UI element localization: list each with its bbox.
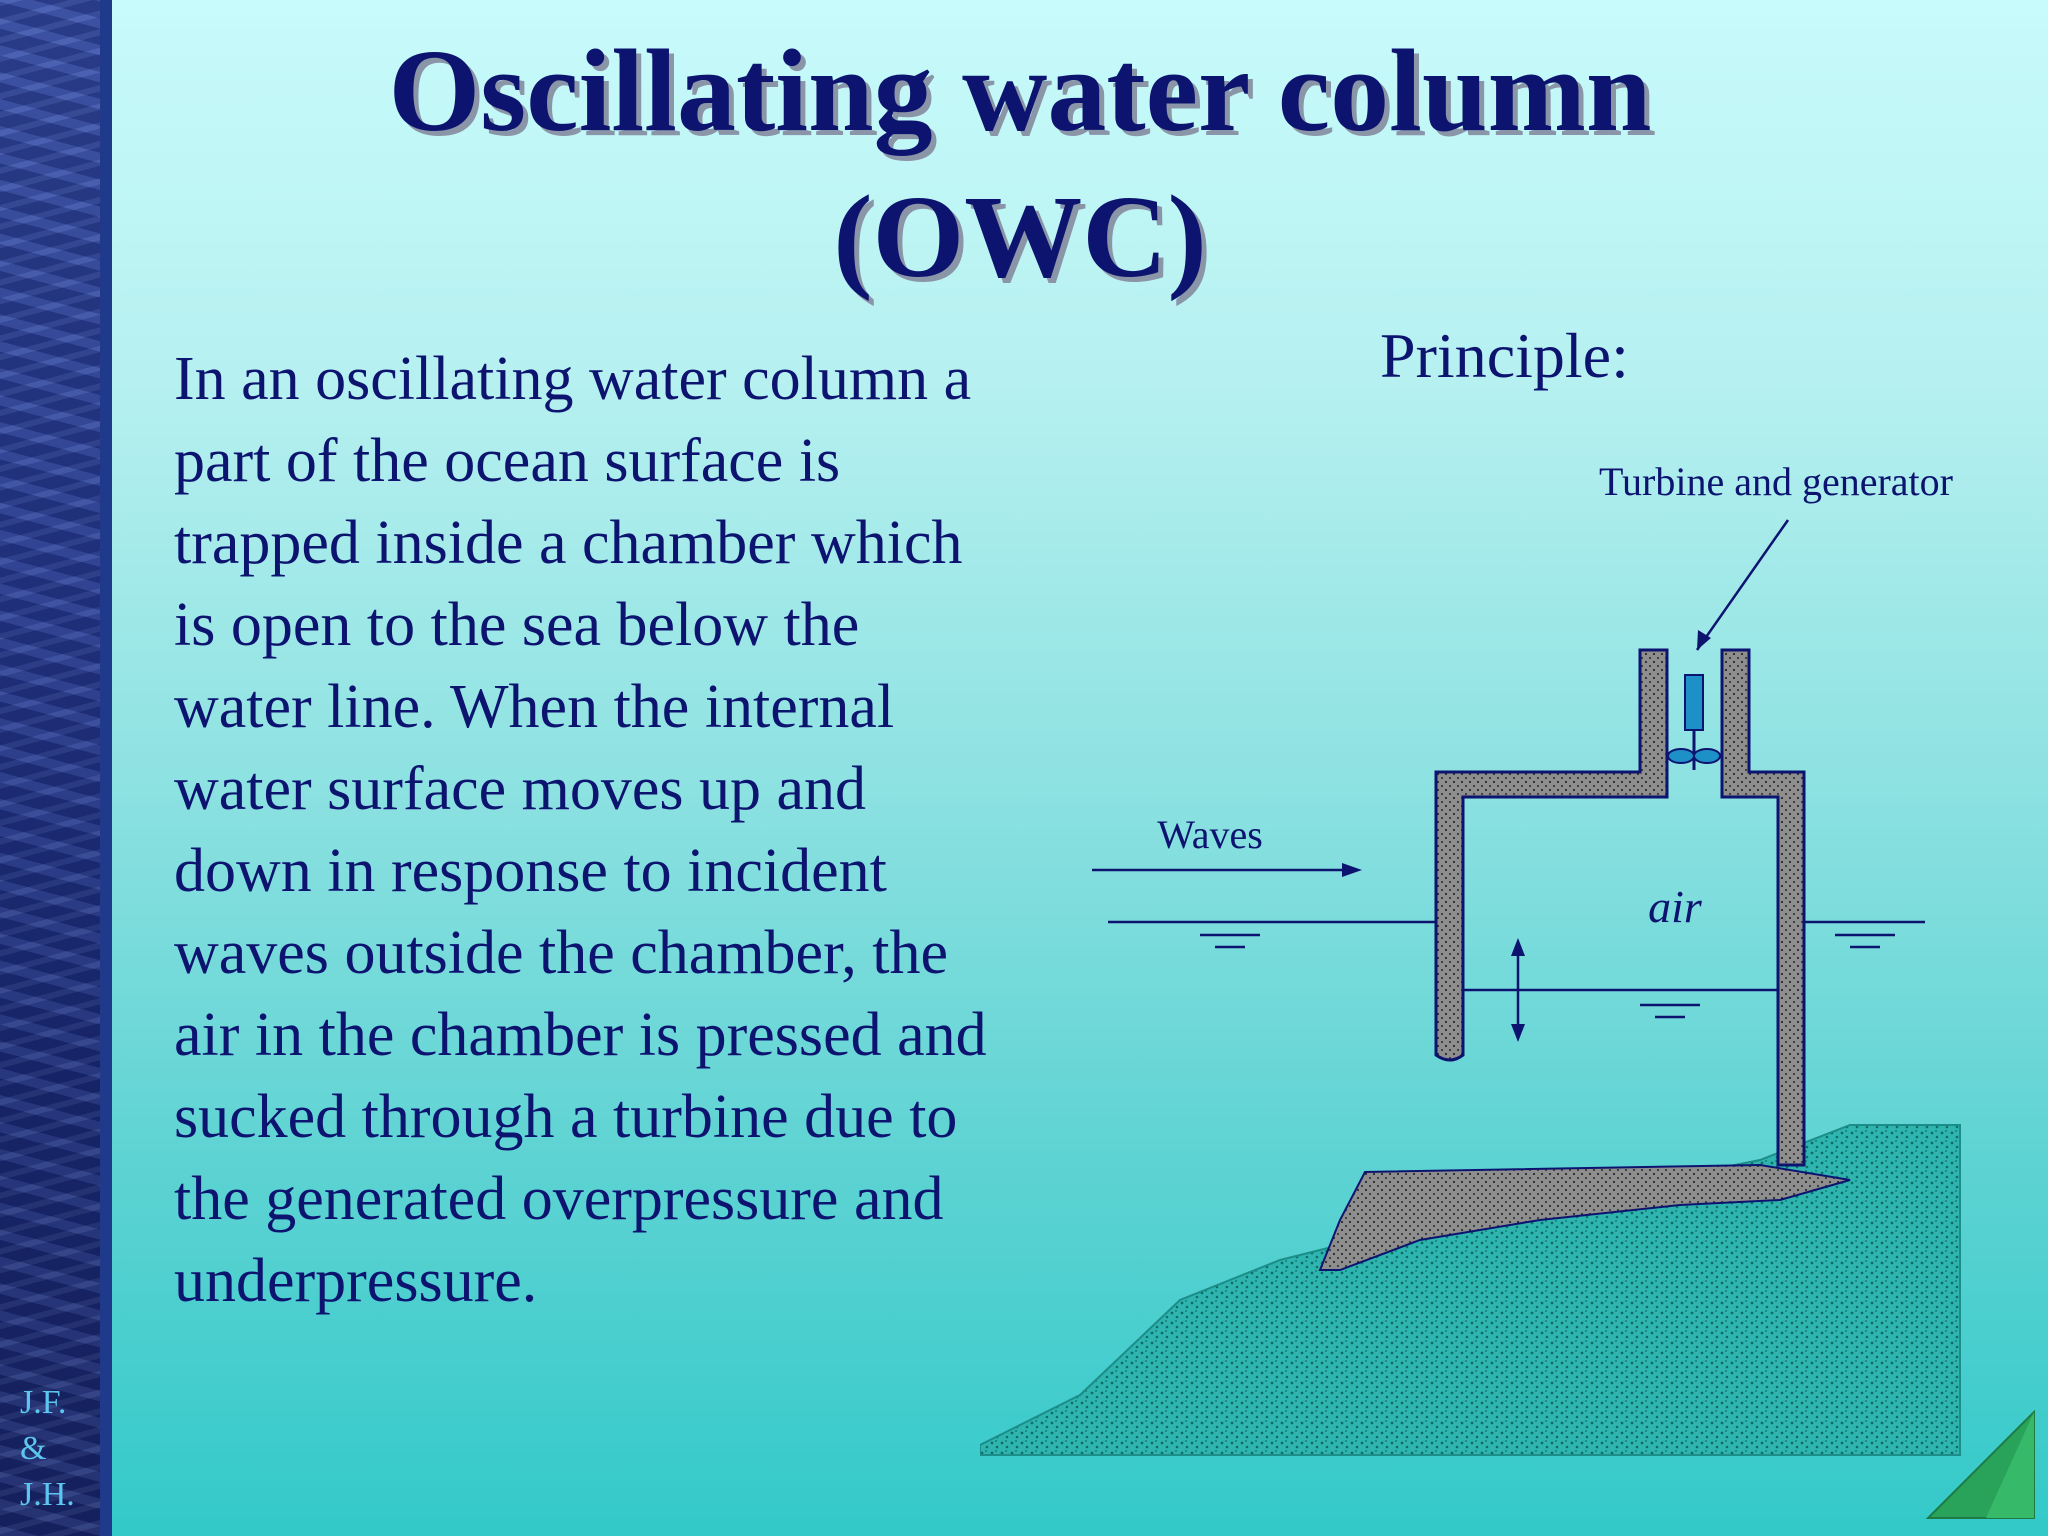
air-label: air: [1648, 881, 1703, 932]
author-initials: J.F. & J.H.: [20, 1380, 90, 1518]
author-initials-text: J.F. & J.H.: [20, 1384, 75, 1513]
turbine-label: Turbine and generator: [1599, 460, 1953, 504]
principle-heading: Principle:: [1380, 320, 1629, 391]
strip-border: [100, 0, 112, 1536]
owc-diagram: Turbine and generator Waves air: [980, 460, 1961, 1456]
turbine-generator: [1684, 674, 1704, 731]
rock-foundation: [1318, 1163, 1851, 1271]
chamber-structure: [1434, 648, 1669, 1062]
next-slide-triangle[interactable]: [1926, 1410, 2036, 1520]
waves-label: Waves: [1157, 812, 1263, 857]
body-paragraph: In an oscillating water column a part of…: [174, 345, 987, 1315]
ocean-image-strip: [0, 0, 100, 1536]
turbine-blade-left: [1667, 748, 1695, 764]
turbine-pointer-arrowhead: [1697, 630, 1711, 650]
chamber-structure-right: [1720, 648, 1806, 1167]
waves-arrowhead: [1342, 863, 1362, 877]
slide-title: Oscillating water column (OWC): [388, 25, 1652, 302]
turbine-blade-right: [1693, 748, 1721, 764]
